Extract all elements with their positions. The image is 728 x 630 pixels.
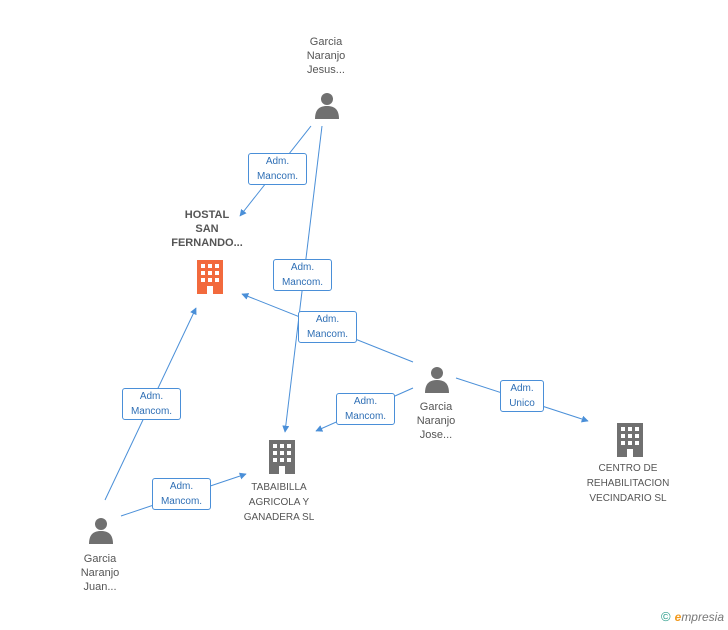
node-label-juan[interactable]: Garcia Naranjo Juan... [64,552,136,594]
building-icon[interactable] [615,423,645,457]
edge-label-jose-centro[interactable]: Adm. Unico [500,380,544,412]
node-label-tabaibilla[interactable]: TABAIBILLA AGRICOLA Y GANADERA SL [229,480,329,525]
edge-label-juan-hostal[interactable]: Adm. Mancom. [122,388,181,420]
brand-initial: e [674,609,682,624]
node-label-jose[interactable]: Garcia Naranjo Jose... [400,400,472,442]
edge-label-line: Mancom. [306,329,349,340]
edge-label-line: Mancom. [256,171,299,182]
node-label-line: Naranjo [80,567,120,579]
node-label-line: Garcia [419,401,453,413]
node-label-line: AGRICOLA Y [248,497,310,508]
node-label-line: TABAIBILLA [251,482,307,493]
edge-label-line: Mancom. [130,406,173,417]
node-label-line: Garcia [83,553,117,565]
node-label-line: Jesus... [307,64,345,76]
node-label-hostal[interactable]: HOSTAL SAN FERNANDO... [164,208,250,250]
node-label-line: Garcia [309,36,343,48]
node-label-centro[interactable]: CENTRO DE REHABILITACION VECINDARIO SL [572,461,684,506]
node-label-line: HOSTAL [184,209,230,221]
edge-label-line: Adm. [265,156,290,167]
edge-label-jose-hostal[interactable]: Adm. Mancom. [298,311,357,343]
edge-label-line: Mancom. [160,496,203,507]
node-label-line: Naranjo [416,415,456,427]
node-label-line: VECINDARIO SL [589,493,667,504]
edge-label-line: Unico [509,398,535,409]
edge-label-juan-tabaibilla[interactable]: Adm. Mancom. [152,478,211,510]
node-label-line: Naranjo [306,50,346,62]
brand-name: mpresia [681,609,724,624]
edge-label-jose-tabaibilla[interactable]: Adm. Mancom. [336,393,395,425]
edge-label-jesus-hostal[interactable]: Adm. Mancom. [248,153,307,185]
edge-label-line: Adm. [139,391,164,402]
edge-label-line: Adm. [510,383,534,394]
edge-label-jesus-tabaibilla[interactable]: Adm. Mancom. [273,259,332,291]
edge-label-line: Mancom. [344,411,387,422]
edge-label-line: Adm. [290,262,315,273]
edge-label-line: Mancom. [281,277,324,288]
node-label-line: REHABILITACION [586,478,670,489]
person-icon[interactable] [87,516,115,544]
node-label-line: GANADERA SL [243,512,315,523]
node-label-line: SAN [195,223,219,235]
person-icon[interactable] [423,365,451,393]
node-label-line: FERNANDO... [171,237,243,249]
node-label-line: Jose... [419,429,453,441]
copyright-symbol: © [661,609,671,624]
building-icon[interactable] [267,440,297,474]
building-icon[interactable] [195,260,225,294]
edge-label-line: Adm. [315,314,340,325]
node-label-line: Juan... [83,581,117,593]
footer-brand: © empresia [661,609,724,624]
edge-label-line: Adm. [169,481,194,492]
edge-label-line: Adm. [353,396,378,407]
brand-logo[interactable]: empresia [675,610,724,624]
person-icon[interactable] [313,91,341,119]
node-label-line: CENTRO DE [598,463,658,474]
node-label-jesus[interactable]: Garcia Naranjo Jesus... [290,35,362,77]
